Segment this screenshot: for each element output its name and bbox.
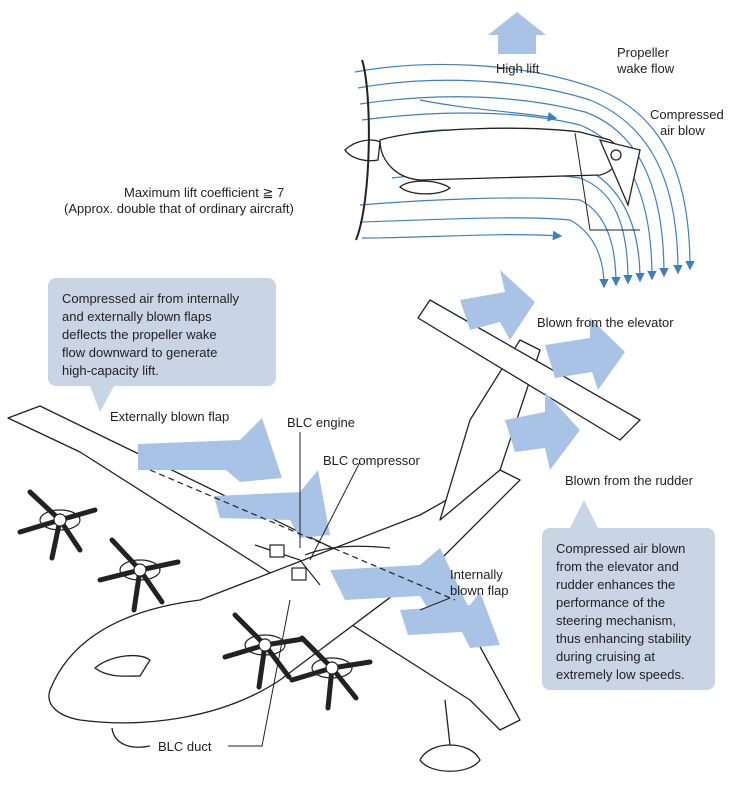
externally-blown-flap-label: Externally blown flap — [110, 409, 230, 424]
callout-top-line: Compressed air from internally — [62, 291, 240, 306]
callout-top-line: flow downward to generate — [62, 345, 218, 360]
callout-bottom-line: from the elevator and — [556, 559, 679, 574]
blown-rudder-label: Blown from the rudder — [565, 473, 693, 488]
horizontal-stabilizer — [417, 299, 641, 441]
callout-bottom-pointer — [570, 500, 598, 528]
fuselage — [48, 469, 521, 724]
main-wing — [7, 405, 521, 731]
blc-compressor-label: BLC compressor — [323, 453, 420, 468]
airflow-diagram — [344, 12, 695, 289]
callout-bottom-line: extremely low speeds. — [556, 667, 685, 682]
callout-bottom-line: steering mechanism, — [556, 613, 676, 628]
callout-top-pointer — [90, 386, 114, 412]
wing-section — [344, 127, 641, 208]
wing-float — [419, 744, 481, 772]
blc-engine-label: BLC engine — [287, 415, 355, 430]
compressed-blow-label-1: Compressed — [650, 107, 724, 122]
callout-bottom-line: thus enhancing stability — [556, 631, 692, 646]
propellers — [17, 489, 373, 711]
callout-top-line: high-capacity lift. — [62, 363, 159, 378]
callout-bottom-line: rudder enhances the — [556, 577, 676, 592]
blown-elevator-label: Blown from the elevator — [537, 315, 674, 330]
propeller-blade — [355, 59, 370, 241]
callout-bottom-line: during cruising at — [556, 649, 655, 664]
cockpit — [94, 654, 151, 677]
callout-top: Compressed air from internally and exter… — [48, 278, 276, 386]
blown-air-arrows — [138, 270, 625, 648]
callout-top-line: and externally blown flaps — [62, 309, 212, 324]
aircraft-body — [7, 299, 641, 772]
propeller-wake-label-1: Propeller — [617, 45, 670, 60]
callout-bottom-line: Compressed air blown — [556, 541, 686, 556]
high-lift-arrow — [488, 12, 546, 54]
callout-bottom: Compressed air blown from the elevator a… — [542, 528, 715, 690]
callout-top-line: deflects the propeller wake — [62, 327, 217, 342]
max-lift-label: Maximum lift coefficient ≧ 7 — [124, 185, 285, 200]
high-lift-label: High lift — [496, 61, 540, 76]
internally-blown-flap-label-1: Internally — [450, 567, 503, 582]
blc-ducts — [149, 469, 456, 601]
propeller-wake-label-2: wake flow — [617, 61, 675, 76]
compressed-blow-label-2: air blow — [660, 123, 705, 138]
blc-duct-label: BLC duct — [158, 739, 212, 754]
vertical-tail — [439, 339, 541, 521]
leader-lines — [228, 432, 451, 747]
callout-bottom-line: performance of the — [556, 595, 666, 610]
internally-blown-flap-label-2: blown flap — [450, 583, 509, 598]
max-lift-note: (Approx. double that of ordinary aircraf… — [64, 201, 294, 216]
